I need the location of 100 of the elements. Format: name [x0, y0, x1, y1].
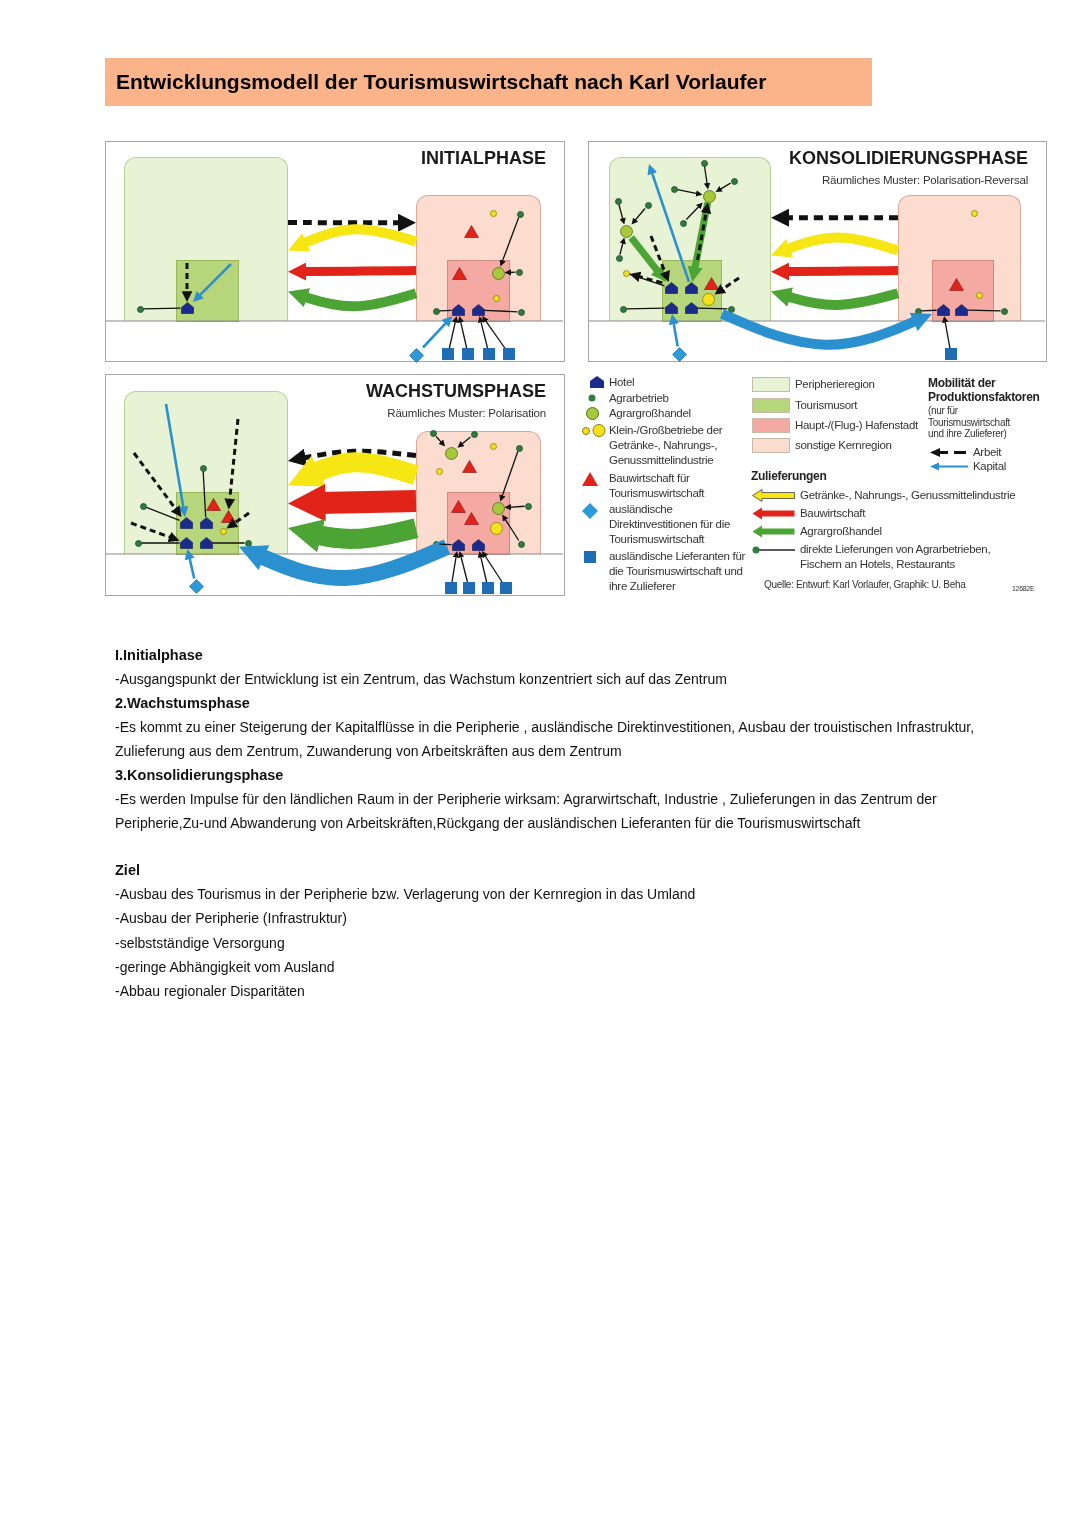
diamond-icon: [408, 347, 424, 363]
core-region: [416, 195, 541, 321]
body-text: -Ausbau des Tourismus in der Peripherie bzw. Verlagerung von der Kernregion in das Umland: [115, 885, 697, 904]
arrow: [288, 518, 419, 553]
arrow: [435, 435, 446, 447]
dot-icon: [622, 269, 630, 277]
port-city-area: [447, 492, 510, 555]
legend-text: Tourismusort: [795, 398, 859, 413]
arrow: [457, 436, 472, 448]
arrow: [685, 202, 703, 221]
arrow: [504, 503, 526, 511]
house-icon: [936, 304, 950, 316]
arrow: [687, 201, 712, 282]
dot-icon: [429, 429, 437, 437]
dot-icon: [619, 305, 627, 313]
dot-icon: [517, 308, 525, 316]
arrow: [448, 316, 459, 349]
square-icon: [503, 348, 515, 360]
connector-line: [696, 307, 729, 310]
arrow: [631, 207, 646, 225]
phase-panel: [105, 141, 565, 362]
triangle-icon: [703, 276, 719, 290]
arrow: [942, 316, 951, 349]
house-icon: [179, 517, 193, 529]
house-icon: [179, 537, 193, 549]
legend-text: Haupt-/(Flug-) Hafenstadt: [795, 418, 919, 433]
arrow: [288, 262, 417, 281]
body-text: -Es werden Impulse für den ländlichen Raum in der Peripherie wirksam: Agrarwirtschaft, Industrie , Zulieferungen in das Zentrum der Peripherie,Zu-und Abwanderung von Arbeitskräften,Rückgang der ausländischen Lieferanten für die Tourismuswirtschaft: [115, 790, 938, 833]
arrow: [771, 287, 900, 310]
dot-icon: [670, 185, 678, 193]
legend-text: Agrargroßhandel: [800, 524, 883, 539]
connector-line: [211, 542, 246, 544]
dashed-arrow: [181, 263, 193, 302]
dot-icon: [515, 268, 523, 276]
diamond-icon: [671, 346, 687, 362]
arrow: [184, 549, 196, 579]
panel-subtitle: Räumliches Muster: Polarisation-Reversal: [821, 174, 1028, 186]
dashed-arrow: [132, 452, 182, 517]
dashed-arrow: [696, 202, 712, 261]
connector-line: [483, 309, 519, 313]
dot-icon: [489, 442, 497, 450]
house-icon: [664, 302, 678, 314]
panel-title: WACHSTUMSPHASE: [366, 381, 546, 402]
dot-icon: [517, 540, 525, 548]
legend-text: Arbeit: [973, 445, 1003, 460]
house-icon: [471, 539, 485, 551]
dot-icon: [136, 305, 144, 313]
legend-text: Peripherieregion: [795, 377, 876, 392]
arrow: [619, 237, 626, 256]
house-icon: [471, 304, 485, 316]
body-text: -Ausgangspunkt der Entwicklung ist ein Zentrum, das Wachstum konzentriert sich auf das Zentrum: [115, 670, 728, 689]
arrow: [715, 182, 732, 193]
periphery-region: [124, 157, 288, 321]
legend-text: Klein-/Großbetriebe der Getränke-, Nahrungs-, Genussmittelindustrie: [609, 423, 724, 468]
dot-icon: [975, 291, 983, 299]
dot-icon: [1000, 307, 1008, 315]
section-heading: 3.Konsolidierungsphase: [115, 766, 285, 785]
house-icon: [180, 302, 194, 314]
core-region: [898, 195, 1021, 321]
triangle-icon: [948, 277, 964, 291]
connector-line: [140, 542, 181, 544]
phase-panel: [588, 141, 1047, 362]
house-icon: [954, 304, 968, 316]
square-icon: [462, 348, 474, 360]
house-icon: [451, 304, 465, 316]
dashed-arrow: [224, 418, 240, 510]
legend-heading: Mobilität der Produktionsfaktoren: [928, 376, 1041, 404]
dot-icon: [644, 201, 652, 209]
dot-icon: [489, 521, 503, 535]
legend-text: Agrarbetrieb: [609, 391, 670, 406]
square-icon: [945, 348, 957, 360]
dot-icon: [524, 502, 532, 510]
dot-icon: [489, 209, 497, 217]
connector-line: [966, 309, 1002, 312]
triangle-icon: [451, 266, 467, 280]
dot-icon: [432, 307, 440, 315]
connector-line: [625, 307, 666, 310]
legend-text: Getränke-, Nahrungs-, Genussmittelindustrie: [800, 488, 1017, 503]
house-icon: [684, 302, 698, 314]
connector-line: [145, 506, 181, 522]
body-text: -selbstständige Versorgung: [115, 934, 286, 953]
dot-icon: [619, 224, 633, 238]
house-icon: [684, 282, 698, 294]
connector-line: [202, 470, 207, 518]
port-city-area: [447, 260, 510, 322]
arrow: [422, 316, 453, 349]
square-icon: [445, 582, 457, 594]
source-note: Quelle: Entwurf: Karl Vorlaufer, Graphik: U. Beha: [764, 579, 967, 591]
dot-icon: [914, 307, 922, 315]
arrow: [676, 189, 703, 197]
arrow: [481, 551, 503, 583]
legend-text: Kapital: [973, 459, 1008, 474]
dashed-arrow: [714, 276, 740, 295]
house-icon: [664, 282, 678, 294]
dot-icon: [199, 464, 207, 472]
triangle-icon: [461, 459, 477, 473]
arrow: [618, 203, 626, 225]
square-icon: [442, 348, 454, 360]
dot-icon: [615, 254, 623, 262]
dot-icon: [134, 539, 142, 547]
